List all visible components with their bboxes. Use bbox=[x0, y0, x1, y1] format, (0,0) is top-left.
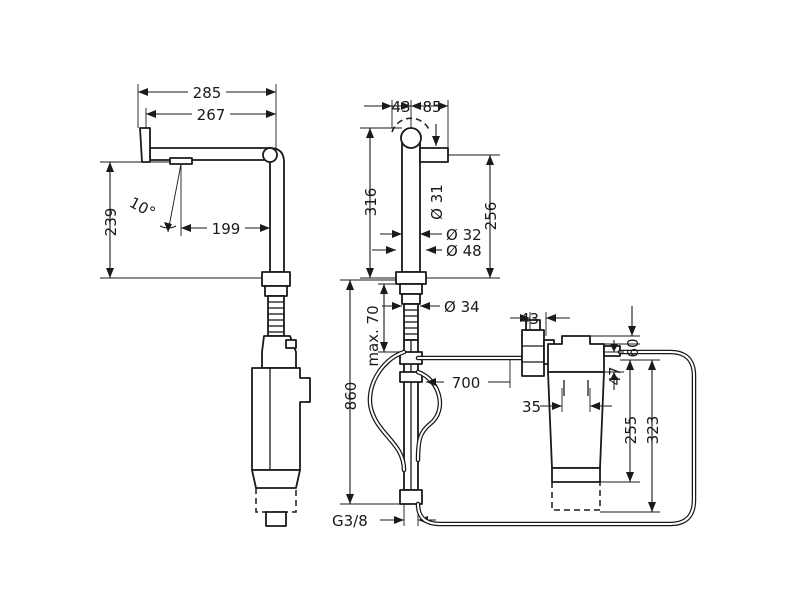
dim-43-top: 43 bbox=[391, 98, 410, 116]
dim-700: 700 bbox=[452, 374, 481, 392]
dim-g38: G3/8 bbox=[332, 512, 368, 530]
pipe-end-fitting bbox=[399, 489, 423, 505]
spray-head bbox=[139, 127, 151, 163]
cartridge-dashed bbox=[255, 488, 297, 513]
front-flange bbox=[401, 293, 421, 305]
dim-323: 323 bbox=[644, 416, 662, 445]
dim-60: 60 bbox=[624, 338, 642, 357]
filter-cartridge bbox=[547, 371, 605, 469]
dim-267: 267 bbox=[197, 106, 226, 124]
distributor-valve bbox=[521, 329, 545, 377]
front-view: 43 85 316 256 Ø 31 Ø 32 Ø 48 bbox=[332, 98, 511, 530]
front-thread-lines bbox=[404, 309, 418, 335]
dim-35: 35 bbox=[522, 398, 541, 416]
dim-d32: Ø 32 bbox=[446, 226, 482, 244]
dim-d48: Ø 48 bbox=[446, 242, 482, 260]
column bbox=[401, 139, 421, 273]
dim-43-right: 43 bbox=[520, 310, 539, 328]
column-top bbox=[400, 127, 422, 149]
thread-lines bbox=[268, 301, 284, 333]
handle-lever bbox=[419, 147, 449, 163]
base-ring bbox=[261, 271, 291, 287]
dim-316: 316 bbox=[362, 188, 380, 217]
dim-47: 47 bbox=[606, 366, 624, 385]
side-view: 285 267 239 10° 199 bbox=[100, 82, 311, 527]
dim-max70: max. 70 bbox=[364, 305, 382, 366]
filter-view: 43 60 47 35 255 323 bbox=[415, 306, 697, 527]
dim-239: 239 bbox=[102, 208, 120, 237]
filter-dashed bbox=[551, 482, 601, 511]
dim-256: 256 bbox=[482, 202, 500, 231]
bottom-fitting bbox=[265, 511, 287, 527]
cartridge-bottom bbox=[251, 469, 301, 489]
dim-d34: Ø 34 bbox=[444, 298, 480, 316]
dim-860: 860 bbox=[342, 382, 360, 411]
dim-10deg: 10° bbox=[126, 193, 158, 221]
dim-d31: Ø 31 bbox=[428, 184, 446, 220]
spout-arm bbox=[149, 147, 285, 273]
spout-joint bbox=[262, 147, 278, 163]
valve-knob bbox=[285, 339, 297, 349]
dim-199: 199 bbox=[212, 220, 241, 238]
front-base-nut bbox=[399, 283, 423, 295]
front-base-ring bbox=[395, 271, 427, 285]
valve-cap bbox=[525, 319, 541, 331]
pipe-fitting-2 bbox=[399, 371, 423, 383]
dim-285: 285 bbox=[193, 84, 222, 102]
base-nut bbox=[264, 285, 288, 297]
dim-85: 85 bbox=[422, 98, 441, 116]
cartridge-base bbox=[551, 467, 601, 483]
filter-cartridge-side bbox=[251, 367, 311, 471]
dim-255: 255 bbox=[622, 416, 640, 445]
spout-outlet bbox=[169, 157, 193, 165]
filter-head bbox=[547, 335, 605, 373]
